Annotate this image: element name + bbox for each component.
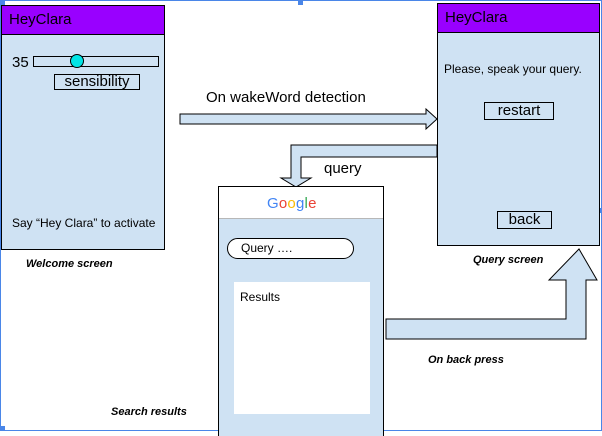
query-title-bar: HeyClara bbox=[438, 4, 599, 33]
wakeword-arrow bbox=[179, 107, 438, 131]
results-panel: Results bbox=[234, 282, 370, 414]
back-press-arrow bbox=[385, 248, 598, 340]
resize-handle-top-left[interactable] bbox=[0, 0, 5, 5]
google-logo-letter: o bbox=[287, 195, 296, 212]
back-button[interactable]: back bbox=[497, 211, 552, 229]
restart-button[interactable]: restart bbox=[484, 102, 554, 120]
query-caption: Query screen bbox=[473, 254, 544, 266]
sensibility-label: sensibility bbox=[54, 74, 140, 90]
slider-value: 35 bbox=[12, 54, 29, 71]
resize-handle-top[interactable] bbox=[298, 0, 303, 5]
search-caption: Search results bbox=[111, 406, 187, 418]
activate-hint: Say “Hey Clara” to activate bbox=[12, 216, 156, 230]
wakeword-label: On wakeWord detection bbox=[206, 89, 366, 106]
welcome-screen: HeyClara 35 sensibility Say “Hey Clara” … bbox=[1, 5, 165, 250]
welcome-title-bar: HeyClara bbox=[2, 6, 164, 35]
slider-knob[interactable] bbox=[70, 54, 84, 68]
welcome-title: HeyClara bbox=[9, 11, 72, 28]
welcome-caption: Welcome screen bbox=[26, 258, 113, 270]
sensibility-slider[interactable] bbox=[33, 54, 159, 68]
google-logo: Google bbox=[267, 195, 317, 212]
query-title: HeyClara bbox=[445, 9, 508, 26]
google-logo-letter: e bbox=[308, 195, 317, 212]
speak-prompt: Please, speak your query. bbox=[444, 62, 582, 76]
search-header: Google bbox=[219, 187, 383, 219]
back-press-label: On back press bbox=[428, 354, 504, 366]
google-logo-letter: o bbox=[278, 195, 288, 212]
query-label: query bbox=[324, 160, 362, 177]
query-arrow bbox=[279, 144, 438, 188]
google-logo-letter: l bbox=[304, 195, 309, 212]
results-label: Results bbox=[240, 290, 281, 304]
query-screen: HeyClara Please, speak your query. resta… bbox=[437, 3, 600, 246]
google-logo-letter: G bbox=[267, 195, 279, 212]
search-input[interactable]: Query …. bbox=[227, 238, 354, 259]
resize-handle-bottom-left[interactable] bbox=[0, 426, 5, 431]
google-logo-letter: g bbox=[295, 195, 305, 212]
search-results-screen: Google Query …. Results bbox=[218, 186, 384, 436]
